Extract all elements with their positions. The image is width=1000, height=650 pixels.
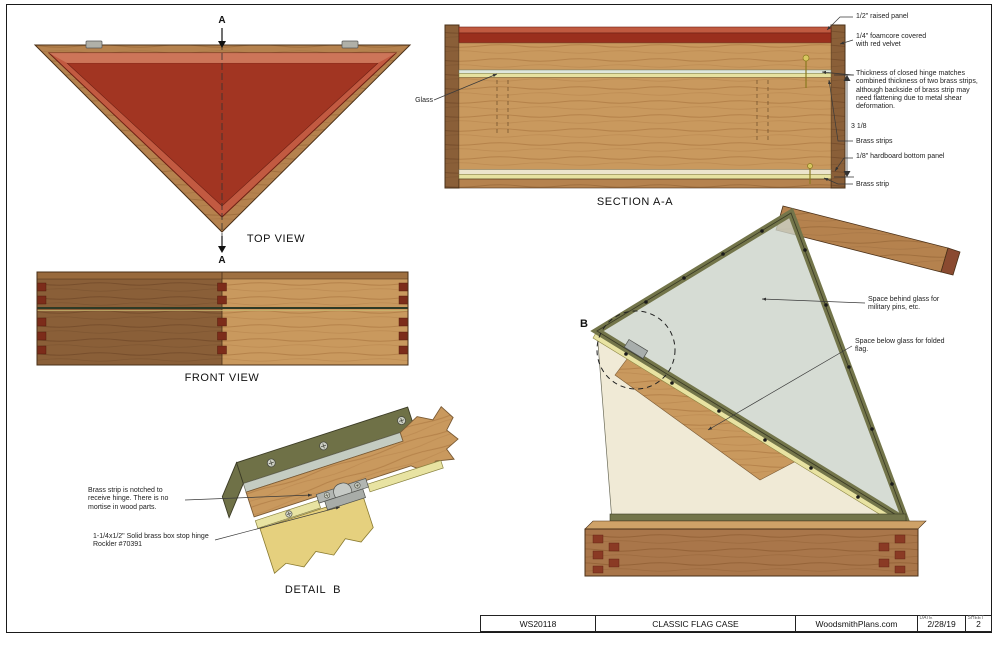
hinge-iso	[623, 339, 649, 360]
brass-strip-right	[367, 459, 444, 493]
side-board	[259, 494, 374, 575]
dimension-label: 3 1/8	[851, 123, 867, 130]
hardboard-panel	[458, 169, 832, 175]
top-view-caption: TOP VIEW	[246, 233, 306, 245]
base-top-edge	[584, 520, 927, 530]
base-board	[584, 528, 919, 577]
hinges	[85, 40, 359, 49]
glass-label: Glass	[415, 97, 433, 104]
brass-strip-section	[458, 73, 832, 78]
raised-panel-section	[458, 32, 832, 44]
notch-note-label: Brass strip is notched to receive hinge.…	[88, 487, 169, 511]
hidden-lines	[496, 80, 769, 140]
panel-bevel-highlight	[49, 53, 396, 63]
upper-wood	[458, 42, 832, 71]
brass-screws	[805, 58, 811, 184]
iso-leaders	[707, 297, 866, 431]
hinge-note-label: Thickness of closed hinge matches combin…	[856, 70, 978, 110]
front-view-drawing	[36, 271, 409, 366]
base-dovetails	[592, 534, 906, 574]
drawing-title: CLASSIC FLAG CASE	[595, 616, 795, 631]
date-value: 2/28/19	[927, 618, 956, 629]
frame-screws	[624, 229, 894, 499]
doc-number: WS20118	[519, 618, 557, 629]
section-aa-drawing	[433, 16, 854, 189]
leader-lines	[433, 16, 854, 185]
bottom-frame-rail	[609, 513, 907, 522]
section-arrow-top	[218, 41, 226, 48]
velvet-top	[458, 26, 832, 34]
front-view-caption: FRONT VIEW	[184, 372, 260, 384]
date-label: DATE	[919, 615, 933, 621]
sheet-label: SHEET	[967, 615, 985, 621]
sheet-border	[6, 4, 992, 633]
iso-view-drawing	[584, 205, 961, 577]
detail-b-leaders	[184, 493, 341, 541]
hinge-icon	[85, 40, 103, 49]
detail-b-drawing	[221, 405, 459, 575]
detail-b-marker: B	[580, 318, 588, 330]
dovetail-pins	[36, 282, 409, 355]
frame-miter-corner	[221, 461, 244, 519]
hinge-spec-label: 1-1/4x1/2" Solid brass box stop hinge Ro…	[93, 533, 209, 549]
brass-strips-label: Brass strips	[856, 138, 893, 145]
hardboard-label: 1/8" hardboard bottom panel	[856, 153, 945, 160]
plank-end-grain	[940, 247, 961, 276]
raised-panel-label: 1/2" raised panel	[856, 13, 909, 20]
brass-strip-label: Brass strip	[856, 181, 890, 188]
top-view-drawing	[33, 28, 412, 253]
sheet-cell: SHEET 2	[965, 616, 991, 631]
bottom-lip	[458, 178, 832, 189]
below-glass-label: Space below glass for folded flag.	[855, 338, 945, 354]
left-wall	[444, 24, 460, 189]
lower-wood	[458, 77, 832, 170]
section-marker-a-top: A	[218, 15, 226, 26]
detail-b-circle	[596, 310, 676, 390]
glass-section	[458, 69, 832, 74]
bottom-brass-strip	[458, 174, 832, 180]
detail-b-caption: DETAIL B	[284, 584, 342, 596]
sheet-value: 2	[976, 618, 981, 629]
title-block: WS20118 CLASSIC FLAG CASE WoodsmithPlans…	[480, 615, 992, 632]
foamcore-label: 1/4" foamcore covered with red velvet	[856, 33, 927, 49]
website: WoodsmithPlans.com	[795, 616, 917, 631]
hinge-icon	[341, 40, 359, 49]
section-arrow-bottom	[218, 246, 226, 253]
date-cell: DATE 2/28/19	[917, 616, 965, 631]
raised-panel-field	[66, 62, 379, 207]
section-aa-caption: SECTION A-A	[596, 196, 674, 208]
behind-glass-label: Space behind glass for military pins, et…	[868, 296, 940, 312]
section-marker-a-bottom: A	[218, 255, 226, 266]
